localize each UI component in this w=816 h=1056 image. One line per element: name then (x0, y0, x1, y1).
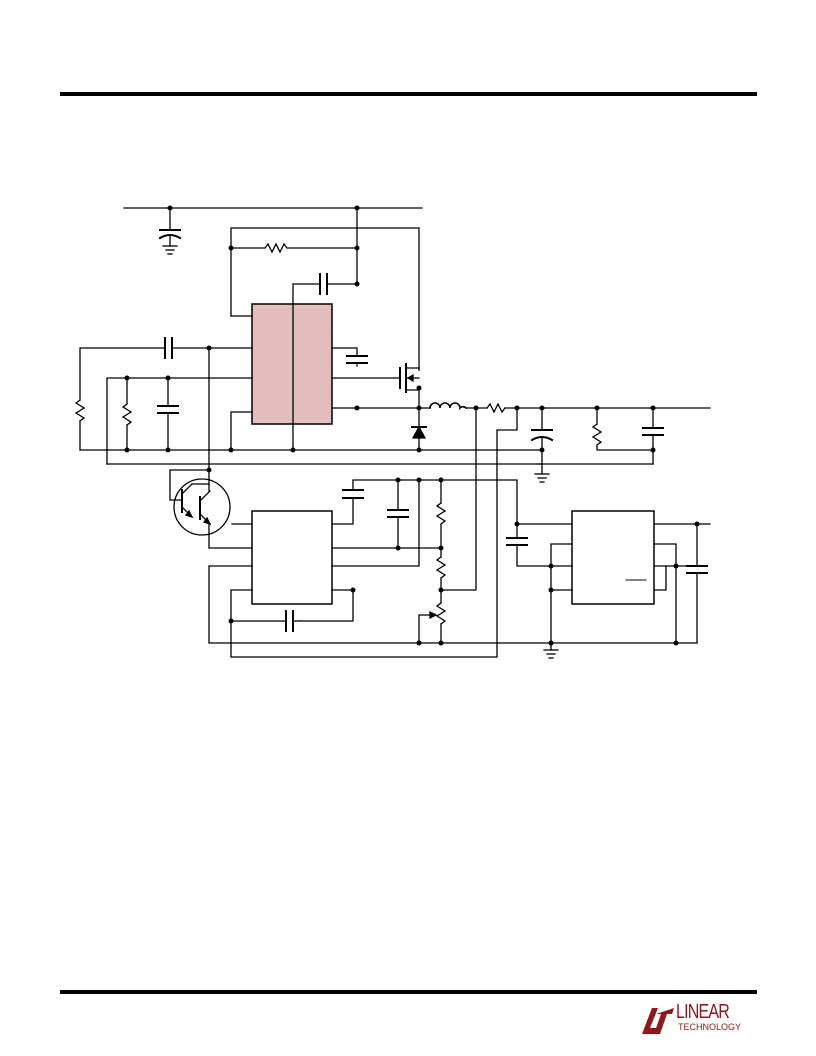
switch-node (331, 405, 431, 411)
feedback-resistor (228, 242, 358, 254)
reference-ic (506, 510, 711, 659)
footer-rule (60, 990, 757, 994)
temperature-sense-ic (208, 407, 698, 658)
sense-resistor (486, 402, 711, 414)
filter-capacitor (539, 407, 664, 465)
company-logo: LINEAR TECHNOLOGY (640, 1000, 760, 1040)
compensation-network (74, 315, 541, 465)
timing-capacitor (230, 610, 301, 632)
reference-output-capacitor (686, 523, 708, 644)
controller-ic (251, 303, 333, 451)
output-inductor (429, 402, 488, 411)
bypass-capacitor (331, 347, 401, 379)
logo-text-linear: LINEAR (676, 1001, 730, 1023)
divider-resistors (435, 407, 477, 604)
input-capacitor (158, 207, 182, 255)
boost-capacitor (292, 273, 360, 305)
output-capacitor (530, 407, 554, 483)
sense-transistor-pair (169, 347, 253, 549)
top-mosfet (399, 363, 422, 409)
top-rail (123, 205, 423, 211)
logo-text-technology: TECHNOLOGY (678, 1022, 742, 1032)
switch-diode (411, 407, 427, 451)
header-rule (60, 92, 757, 96)
load-resistor (591, 407, 656, 453)
trim-potentiometer (416, 602, 447, 646)
logo-mark-icon (642, 1008, 674, 1034)
